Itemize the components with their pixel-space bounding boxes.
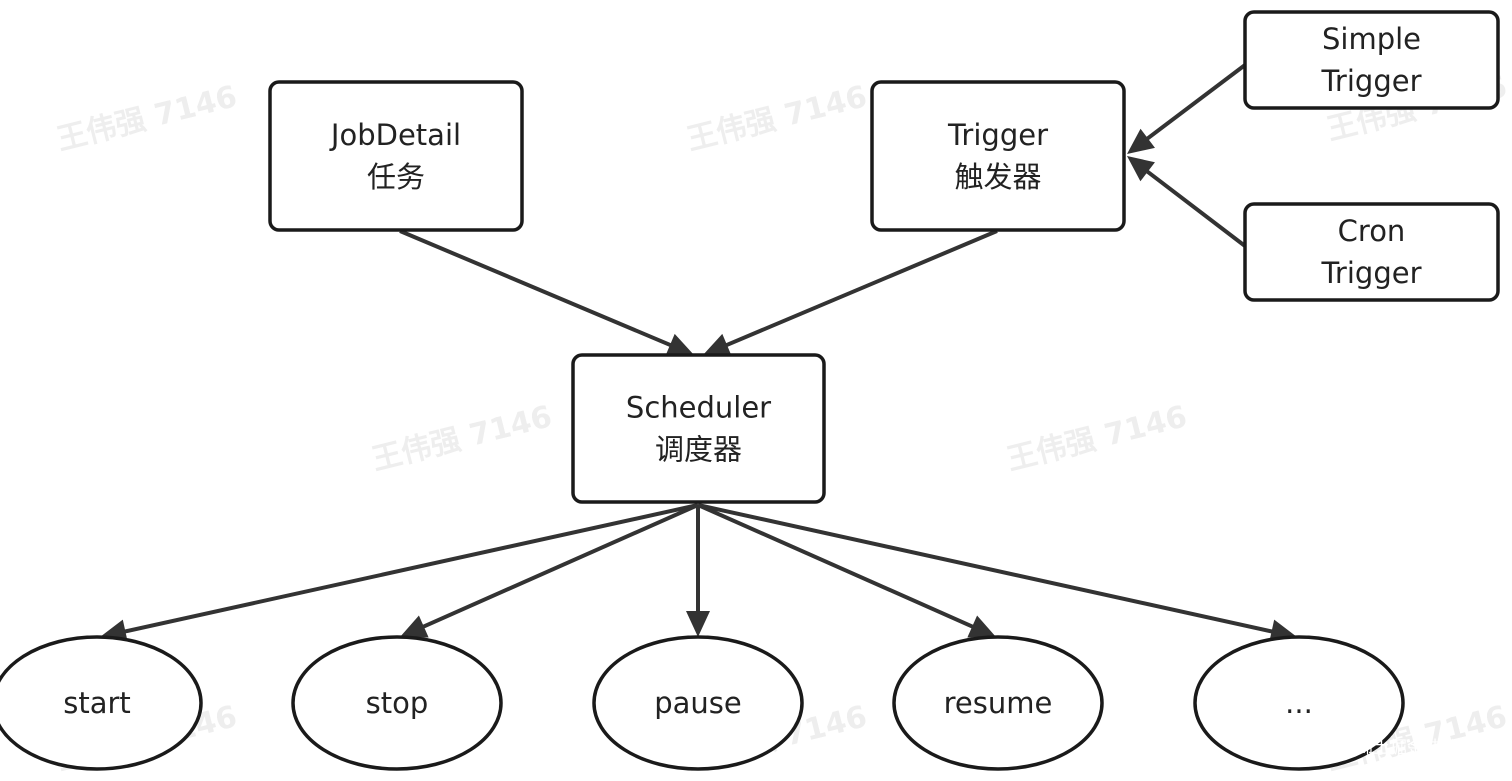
node-label: ... — [1285, 686, 1313, 720]
arrowhead — [1127, 128, 1155, 154]
source-credit: @稀土掘金技术社区 — [1339, 738, 1492, 758]
node-ellipse — [0, 635, 203, 771]
node-label: Cron — [1338, 214, 1406, 248]
node-label: 触发器 — [954, 160, 1041, 194]
edge-line — [1144, 168, 1247, 248]
node-ellipse — [291, 635, 503, 771]
edge-scheduler-to-resume — [697, 503, 996, 638]
node-label: pause — [654, 686, 742, 720]
node-label: Trigger — [947, 118, 1048, 152]
watermark-text: 王伟强 7146 — [53, 79, 240, 157]
edge-layer — [100, 63, 1297, 644]
node-box — [1243, 202, 1500, 302]
watermark-text: 王伟强 7146 — [1003, 399, 1190, 477]
arrowhead — [1127, 156, 1155, 182]
node-resume: resume — [892, 635, 1104, 771]
edge-scheduler-to-more — [697, 503, 1297, 644]
node-trigger: Trigger 触发器 — [870, 80, 1126, 232]
node-stop: stop — [291, 635, 503, 771]
node-layer: JobDetail任务Trigger触发器SimpleTriggerCronTr… — [0, 10, 1500, 771]
arrowhead — [703, 333, 732, 356]
node-start: start — [0, 635, 203, 771]
node-label: 调度器 — [655, 433, 742, 467]
node-ellipse — [1193, 635, 1405, 771]
node-ellipse — [592, 635, 804, 771]
edge-line — [123, 503, 699, 634]
node-label: Trigger — [1320, 64, 1421, 98]
node-label: Trigger — [1320, 256, 1421, 290]
watermark-text: 王伟强 7146 — [683, 79, 870, 157]
node-box — [268, 80, 524, 232]
edge-jobdetail-to-scheduler — [399, 229, 694, 356]
node-label: start — [63, 686, 131, 720]
node-pause: pause — [592, 635, 804, 771]
node-ellipse — [892, 635, 1104, 771]
watermark-text: 王伟强 7146 — [368, 399, 555, 477]
node-scheduler: Scheduler 调度器 — [571, 353, 826, 504]
node-box — [571, 353, 826, 504]
arrowhead — [686, 611, 710, 637]
edge-line — [1144, 63, 1247, 142]
edge-line — [697, 503, 1274, 634]
edge-line — [421, 503, 699, 630]
node-label: stop — [366, 686, 429, 720]
arrowhead — [400, 615, 429, 638]
node-more: ... — [1193, 635, 1405, 771]
arrowhead — [665, 333, 694, 356]
edge-scheduler-to-start — [100, 503, 699, 644]
edge-trigger-to-scheduler — [703, 229, 998, 356]
edge-line — [697, 503, 975, 630]
node-label: JobDetail — [329, 118, 461, 152]
node-label: Scheduler — [626, 391, 771, 425]
arrowhead — [967, 615, 996, 638]
node-label: 任务 — [367, 160, 425, 194]
edge-line — [724, 229, 998, 348]
node-box — [870, 80, 1126, 232]
edge-simple-trigger-to-trigger — [1127, 63, 1247, 154]
node-label: resume — [944, 686, 1053, 720]
node-label: Simple — [1322, 22, 1421, 56]
edge-cron-trigger-to-trigger — [1127, 156, 1247, 248]
edge-scheduler-to-stop — [400, 503, 699, 638]
node-jobdetail: JobDetail 任务 — [268, 80, 524, 232]
edge-line — [399, 229, 673, 348]
edge-scheduler-to-pause — [686, 505, 710, 637]
node-box — [1243, 10, 1500, 110]
